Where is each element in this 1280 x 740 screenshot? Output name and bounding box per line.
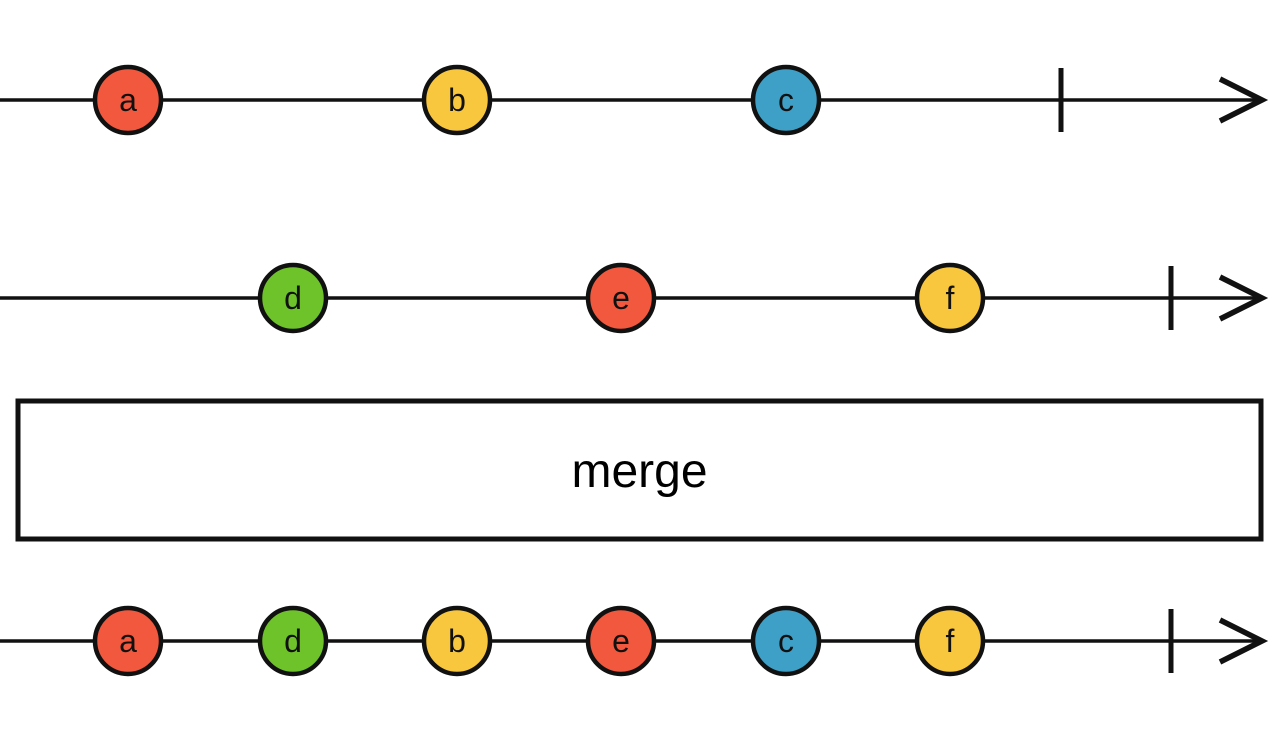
marble-circle-e (585, 262, 657, 334)
marble-circle-e (585, 605, 657, 677)
marble-c-source-timeline-1: c (750, 64, 822, 136)
marble-a-output-timeline: a (92, 605, 164, 677)
source-timeline-2-arrow-head-icon (1218, 274, 1269, 322)
marble-circle-a (92, 605, 164, 677)
source-timeline-2: d e f (0, 262, 1269, 334)
merge-operator: merge (15, 398, 1264, 542)
marble-label-f: f (946, 623, 955, 659)
marble-label-b: b (448, 623, 466, 659)
marble-circle-c (750, 64, 822, 136)
marble-e-source-timeline-2: e (585, 262, 657, 334)
merge-operator-label: merge (571, 445, 707, 498)
output-timeline-arrow-head-icon (1218, 617, 1269, 665)
marble-circle-d (257, 605, 329, 677)
marble-b-source-timeline-1: b (421, 64, 493, 136)
marble-circle-a (92, 64, 164, 136)
marble-label-a: a (119, 82, 137, 118)
marble-circle-f (914, 262, 986, 334)
source-timeline-1: a b c (0, 64, 1269, 136)
marble-f-output-timeline: f (914, 605, 986, 677)
marble-e-output-timeline: e (585, 605, 657, 677)
marble-circle-b (421, 605, 493, 677)
marble-label-a: a (119, 623, 137, 659)
marble-circle-f (914, 605, 986, 677)
marble-label-d: d (284, 280, 302, 316)
marble-d-source-timeline-2: d (257, 262, 329, 334)
marble-b-output-timeline: b (421, 605, 493, 677)
marble-label-c: c (778, 623, 794, 659)
marble-label-e: e (612, 280, 630, 316)
marble-label-d: d (284, 623, 302, 659)
marble-a-source-timeline-1: a (92, 64, 164, 136)
merge-operator-box (15, 398, 1264, 542)
marble-circle-b (421, 64, 493, 136)
source-timeline-1-arrow-head-icon (1218, 76, 1269, 124)
marble-label-e: e (612, 623, 630, 659)
marble-label-b: b (448, 82, 466, 118)
marble-d-output-timeline: d (257, 605, 329, 677)
marble-label-f: f (946, 280, 955, 316)
marble-f-source-timeline-2: f (914, 262, 986, 334)
marble-circle-c (750, 605, 822, 677)
marble-c-output-timeline: c (750, 605, 822, 677)
marble-label-c: c (778, 82, 794, 118)
timelines-root: a b c d e f a d b e c f (0, 64, 1269, 677)
marble-circle-d (257, 262, 329, 334)
